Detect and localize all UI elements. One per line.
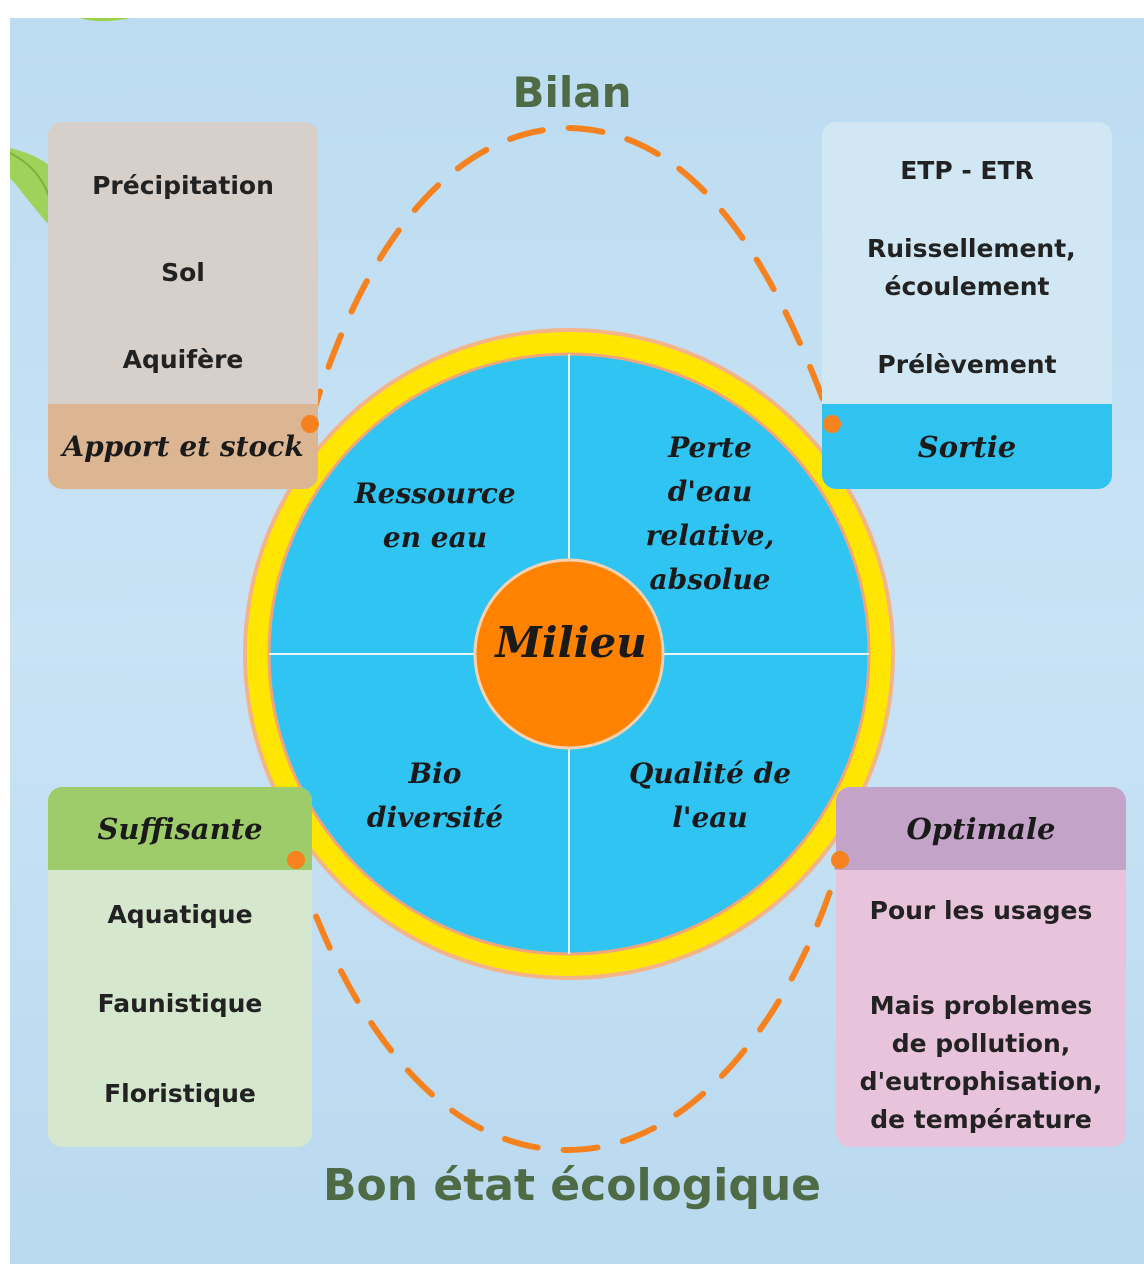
quadrant-biodiversite: Bio diversité <box>340 752 530 840</box>
optimale-item-usages: Pour les usages <box>869 896 1093 925</box>
title-bilan: Bilan <box>512 68 632 117</box>
suffisante-item-faunistique: Faunistique <box>97 989 263 1019</box>
quadrant-tr-line: absolue <box>649 563 771 596</box>
quadrant-bl-line: Bio <box>408 757 462 790</box>
title-bon-etat-ecologique: Bon état écologique <box>322 1160 822 1211</box>
apport-item-aquifere: Aquifère <box>122 345 244 375</box>
optimale-item-problemes: Mais problemes de pollution, d'eutrophis… <box>859 991 1103 1134</box>
quadrant-perte-d-eau: Perte d'eau relative, absolue <box>620 426 800 602</box>
box-sortie-items: ETP - ETR Ruissellement, écoulement Prél… <box>822 122 1112 404</box>
apport-item-sol: Sol <box>161 257 205 287</box>
center-label-milieu: Milieu <box>495 618 647 667</box>
quadrant-tr-line: Perte <box>668 431 752 464</box>
sortie-item-etp-etr: ETP - ETR <box>900 156 1034 185</box>
box-sortie: ETP - ETR Ruissellement, écoulement Prél… <box>822 122 1112 489</box>
box-optimale-items: Pour les usages Mais problemes de pollut… <box>836 870 1126 1147</box>
bon-etat-dashed-arc <box>293 857 843 1154</box>
sortie-header: Sortie <box>822 404 1112 489</box>
bilan-dashed-arc <box>307 124 835 427</box>
quadrant-ressource-en-eau: Ressource en eau <box>340 472 530 560</box>
apport-header: Apport et stock <box>48 404 318 489</box>
quadrant-br-line: l'eau <box>672 801 748 834</box>
box-apport-items: Précipitation Sol Aquifère <box>48 122 318 404</box>
box-suffisante: Suffisante Aquatique Faunistique Florist… <box>48 787 312 1147</box>
center-circle <box>473 558 665 750</box>
box-suffisante-items: Aquatique Faunistique Floristique <box>48 870 312 1147</box>
quadrant-tr-line: d'eau <box>667 475 753 508</box>
box-apport-et-stock: Précipitation Sol Aquifère Apport et sto… <box>48 122 318 489</box>
suffisante-item-aquatique: Aquatique <box>107 899 253 929</box>
optimale-header: Optimale <box>836 787 1126 870</box>
quadrant-tr-line: relative, <box>645 519 775 552</box>
box-optimale: Optimale Pour les usages Mais problemes … <box>836 787 1126 1147</box>
apport-item-precipitation: Précipitation <box>92 170 274 200</box>
quadrant-br-line: Qualité de <box>628 757 792 790</box>
sortie-item-ruissellement: Ruissellement, écoulement <box>867 234 1076 301</box>
quadrant-qualite-de-l-eau: Qualité de l'eau <box>600 752 820 840</box>
sortie-item-prelevement: Prélèvement <box>877 350 1057 379</box>
suffisante-header: Suffisante <box>48 787 312 870</box>
suffisante-item-floristique: Floristique <box>104 1079 256 1109</box>
quadrant-tl-line: en eau <box>382 521 488 554</box>
quadrant-bl-line: diversité <box>366 801 504 834</box>
quadrant-tl-line: Ressource <box>354 477 516 510</box>
